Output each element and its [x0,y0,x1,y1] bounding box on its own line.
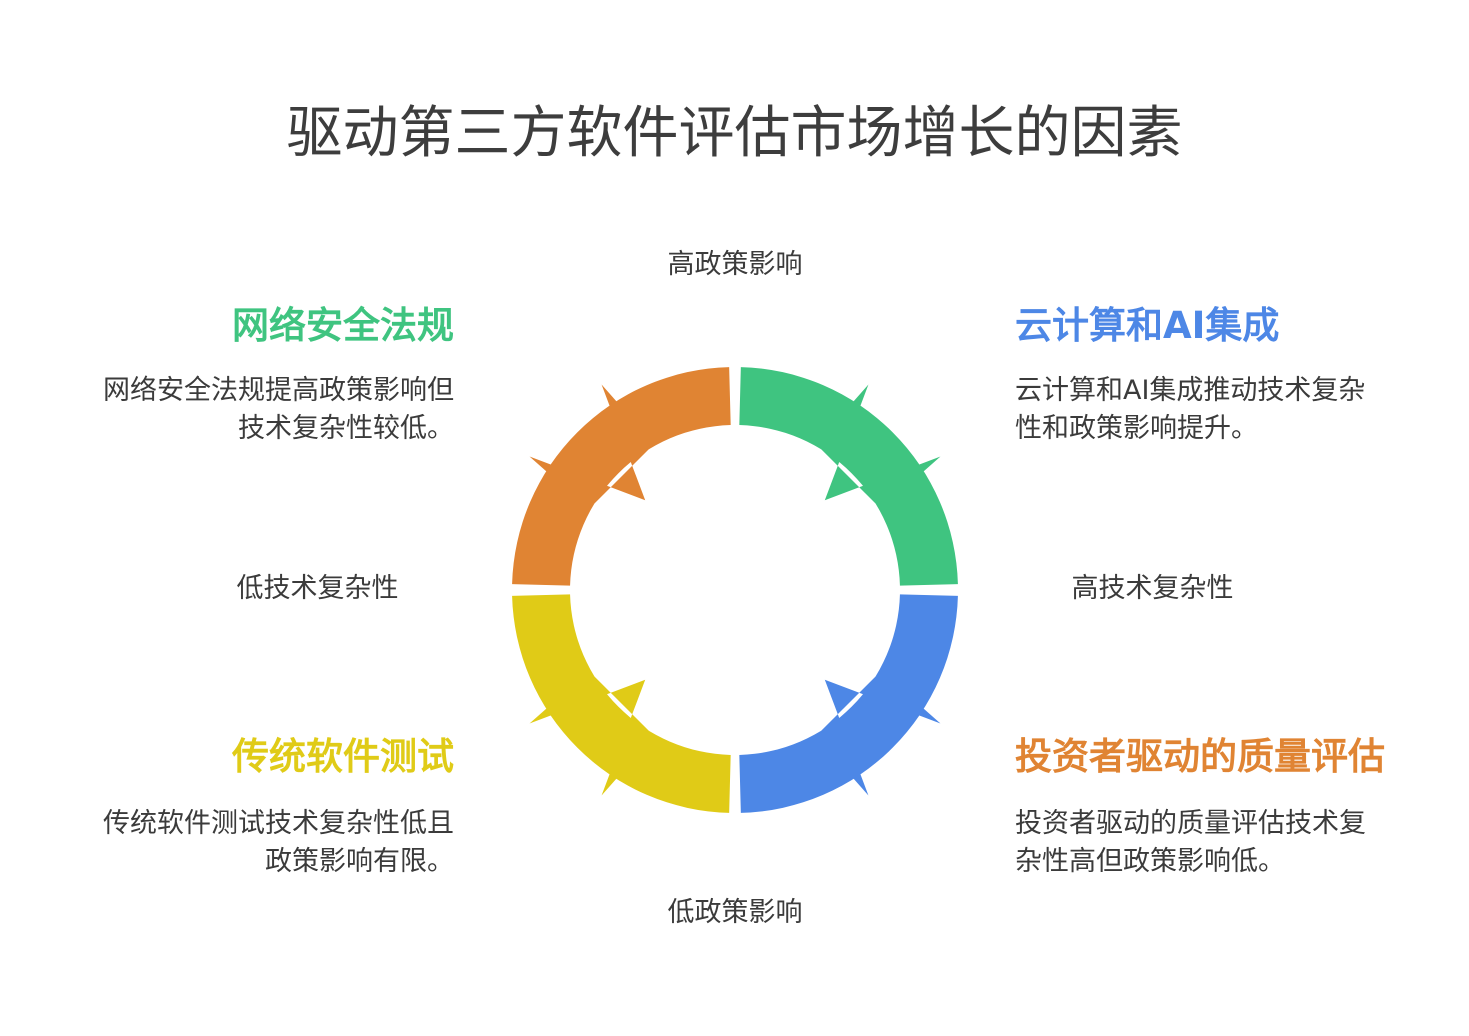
desc-line: 技术复杂性较低。 [238,413,454,444]
axis-label-left: 低技术复杂性 [236,573,399,604]
quadrant-desc-traditional-testing: 传统软件测试技术复杂性低且 政策影响有限。 [40,805,454,881]
cycle-ring-diagram [512,367,958,813]
desc-line: 网络安全法规提高政策影响但 [103,375,454,406]
quadrant-title-traditional-testing: 传统软件测试 [232,735,454,778]
axis-label-bottom: 低政策影响 [667,897,803,928]
segment-bottom-right [739,594,958,813]
quadrant-title-cybersecurity: 网络安全法规 [232,304,454,347]
desc-line: 投资者驱动的质量评估技术复 [1015,808,1366,839]
axis-label-right: 高技术复杂性 [1071,573,1234,604]
quadrant-desc-cybersecurity: 网络安全法规提高政策影响但 技术复杂性较低。 [40,372,454,448]
quadrant-title-investor-quality: 投资者驱动的质量评估 [1015,735,1385,778]
desc-line: 传统软件测试技术复杂性低且 [103,808,454,839]
desc-line: 性和政策影响提升。 [1015,413,1258,444]
quadrant-title-cloud-ai: 云计算和AI集成 [1015,304,1280,347]
desc-line: 政策影响有限。 [265,846,454,877]
desc-line: 云计算和AI集成推动技术复杂 [1015,375,1366,406]
segment-top-left [512,367,731,586]
desc-line: 杂性高但政策影响低。 [1015,846,1285,877]
segment-top-right [739,367,958,586]
segment-bottom-left [512,594,731,813]
quadrant-desc-investor-quality: 投资者驱动的质量评估技术复 杂性高但政策影响低。 [1015,805,1435,881]
page-title: 驱动第三方软件评估市场增长的因素 [286,101,1183,166]
quadrant-desc-cloud-ai: 云计算和AI集成推动技术复杂 性和政策影响提升。 [1015,372,1435,448]
axis-label-top: 高政策影响 [667,249,803,280]
